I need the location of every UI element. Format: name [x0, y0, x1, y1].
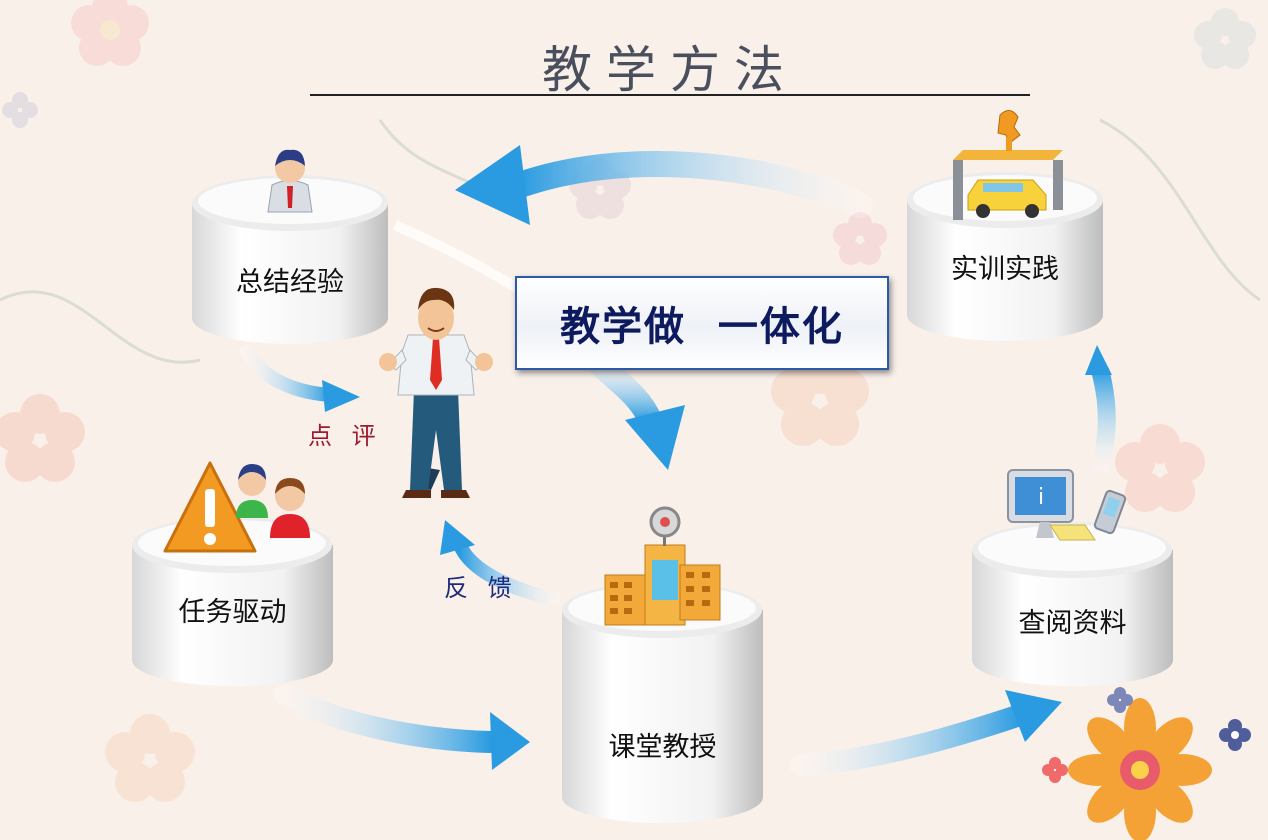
team-icon	[236, 464, 310, 538]
teacher-figure	[379, 288, 493, 498]
building-icon	[605, 508, 720, 625]
svg-text:i: i	[1038, 485, 1044, 510]
center-concept-label: 教学做 一体化	[560, 294, 844, 352]
car-repair-icon	[953, 110, 1063, 220]
center-concept-box: 教学做 一体化	[515, 276, 889, 370]
flow-label-fankui: 反 馈	[444, 568, 518, 603]
person-icon	[268, 150, 312, 212]
flow-label-dianping: 点 评	[308, 416, 382, 451]
computer-icon: i	[1008, 470, 1126, 540]
